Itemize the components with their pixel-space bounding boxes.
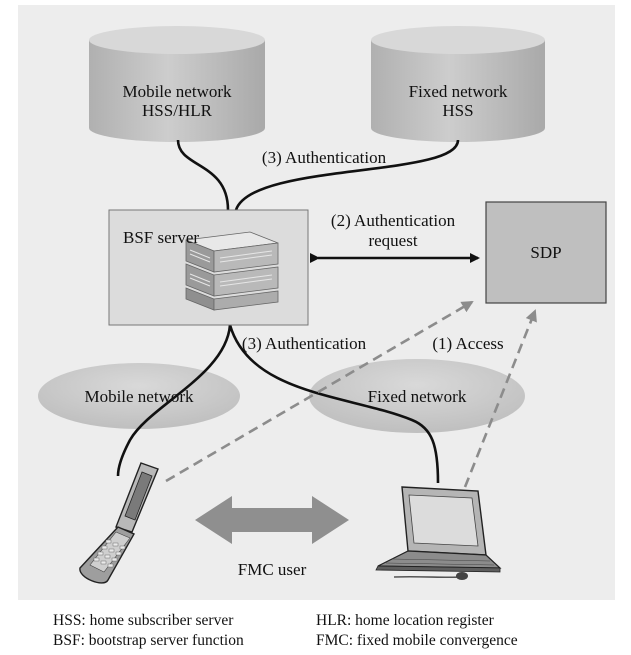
bsf-server-label: BSF server xyxy=(123,228,199,247)
sdp-box xyxy=(485,201,607,304)
access-label: (1) Access xyxy=(432,334,503,353)
laptop-icon xyxy=(375,486,502,580)
auth-top-label: (3) Authentication xyxy=(262,148,387,167)
auth-link-fixed-db xyxy=(234,139,460,211)
fmc-user-label: FMC user xyxy=(238,560,307,579)
sdp-label: SDP xyxy=(530,243,561,262)
auth-link-phone xyxy=(116,324,232,477)
auth-link-mobile-db xyxy=(176,139,230,211)
access-arrow-phone xyxy=(165,300,474,483)
legend-hlr: HLR: home location register xyxy=(316,612,494,629)
fmc-double-arrow xyxy=(195,496,349,544)
mobile-db-label-2: HSS/HLR xyxy=(142,101,213,120)
legend-bsf: BSF: bootstrap server function xyxy=(53,632,244,649)
mobile-network-label: Mobile network xyxy=(84,387,194,406)
fixed-db-label-2: HSS xyxy=(442,101,473,120)
mobile-hss-hlr-database xyxy=(89,26,265,142)
fixed-db-label-1: Fixed network xyxy=(409,82,508,101)
mobile-db-label-1: Mobile network xyxy=(122,82,232,101)
server-stack-icon xyxy=(185,231,279,311)
auth-bottom-label: (3) Authentication xyxy=(242,334,367,353)
mobile-network-ellipse xyxy=(38,363,240,429)
legend-hss: HSS: home subscriber server xyxy=(53,612,234,629)
auth-request-label-1: (2) Authentication xyxy=(331,211,456,230)
fixed-network-ellipse xyxy=(309,359,525,433)
auth-request-label-2: request xyxy=(368,231,417,250)
fixed-network-label: Fixed network xyxy=(368,387,467,406)
mobile-phone-icon xyxy=(79,462,159,584)
auth-link-laptop xyxy=(228,324,440,484)
legend-fmc: FMC: fixed mobile convergence xyxy=(316,632,518,649)
fixed-hss-database xyxy=(371,26,545,142)
